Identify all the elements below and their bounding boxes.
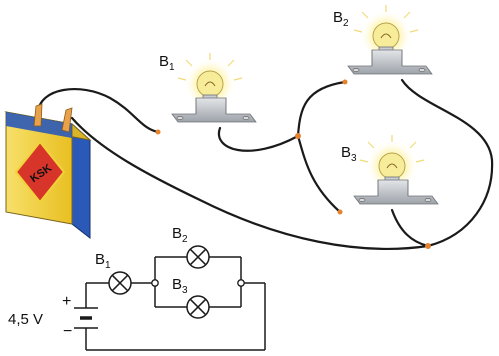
wire-b3-to-junction — [390, 208, 430, 248]
junction-dot-left — [295, 133, 301, 139]
schematic-lamp-b3 — [186, 295, 210, 319]
battery-minus-sign: − — [63, 323, 72, 340]
svg-text:B1: B1 — [159, 53, 175, 73]
wire-junction-to-battery — [70, 116, 430, 250]
wire-junction-to-b2 — [296, 80, 347, 138]
schematic-node-left — [151, 279, 159, 287]
wire-b1-to-junction — [217, 126, 300, 152]
wire-junction-to-b3 — [296, 134, 342, 214]
battery-plus-sign: + — [62, 293, 71, 310]
bulb-b3-illustration — [353, 134, 439, 205]
illustration-wires — [36, 78, 494, 250]
schematic-label-b3: B3 — [172, 276, 188, 296]
battery-terminal-positive — [33, 103, 43, 127]
voltage-label: 4,5 V — [8, 311, 43, 328]
wire-battery-to-b1 — [36, 88, 160, 134]
terminal-dot-b2 — [342, 79, 348, 85]
schematic-battery-symbol — [74, 307, 98, 329]
battery-terminal-negative — [61, 107, 73, 133]
circuit-schematic: B1 B2 B3 + − 4,5 V — [8, 225, 266, 351]
label-b3-illustration: B3 — [341, 144, 357, 164]
battery-emblem — [14, 140, 66, 204]
schematic-lamp-b2 — [186, 245, 210, 269]
bulb-b2-illustration — [347, 4, 433, 75]
wire-b2-to-junction — [400, 78, 494, 248]
schematic-label-b2: B2 — [172, 225, 188, 245]
schematic-node-right — [237, 279, 245, 287]
bulb-b1-illustration — [171, 52, 257, 123]
schematic-label-b1: B1 — [95, 251, 111, 271]
svg-text:B3: B3 — [341, 144, 357, 164]
battery-illustration: KSK — [4, 103, 92, 240]
label-b1-illustration: B1 — [159, 53, 175, 73]
junction-dot-right — [425, 243, 431, 249]
svg-text:B2: B2 — [333, 9, 349, 29]
schematic-lamp-b1 — [108, 271, 132, 295]
terminal-dot-b1 — [155, 129, 161, 135]
label-b2-illustration: B2 — [333, 9, 349, 29]
terminal-dot-b3 — [337, 209, 343, 215]
